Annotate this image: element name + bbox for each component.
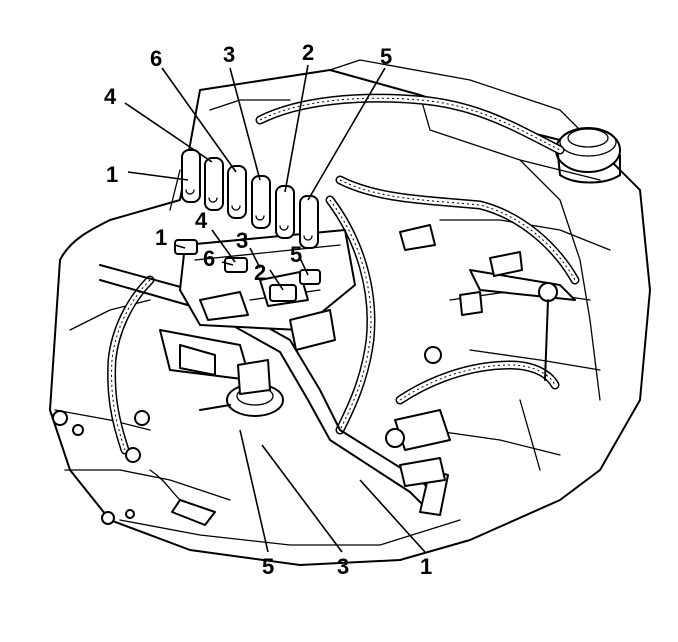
callout-mid-3: 3 xyxy=(236,228,248,253)
callout-bottom-1: 1 xyxy=(420,554,432,579)
callout-left-4: 4 xyxy=(104,84,117,109)
egr-valve xyxy=(199,359,284,417)
callout-mid-2: 2 xyxy=(254,260,266,285)
engine-block-outline xyxy=(49,59,651,566)
spark-plug-boots xyxy=(181,149,319,249)
mount-bolts xyxy=(52,410,150,525)
callout-bottom-3: 3 xyxy=(337,554,349,579)
callout-mid-5: 5 xyxy=(290,242,302,267)
reservoir-cap xyxy=(555,127,621,184)
leader-lines xyxy=(124,64,426,553)
callout-top-5: 5 xyxy=(380,44,392,69)
callout-mid-1: 1 xyxy=(155,225,167,250)
support-bracket xyxy=(469,269,576,381)
ignition-coil-packs xyxy=(159,229,356,381)
oxygen-sensor xyxy=(125,447,216,526)
callout-top-6: 6 xyxy=(150,46,162,71)
callout-top-3: 3 xyxy=(223,42,235,67)
coil-terminals xyxy=(174,239,321,302)
callout-top-2: 2 xyxy=(302,40,314,65)
callout-bottom-5: 5 xyxy=(262,554,274,579)
fitting-right xyxy=(399,224,523,364)
callout-labels: 6 3 2 5 4 1 1 4 3 6 2 5 5 3 1 xyxy=(104,40,432,579)
callout-mid-4: 4 xyxy=(195,208,208,233)
callout-mid-6: 6 xyxy=(203,246,215,271)
callout-left-1: 1 xyxy=(106,162,118,187)
ignition-module xyxy=(385,409,451,487)
